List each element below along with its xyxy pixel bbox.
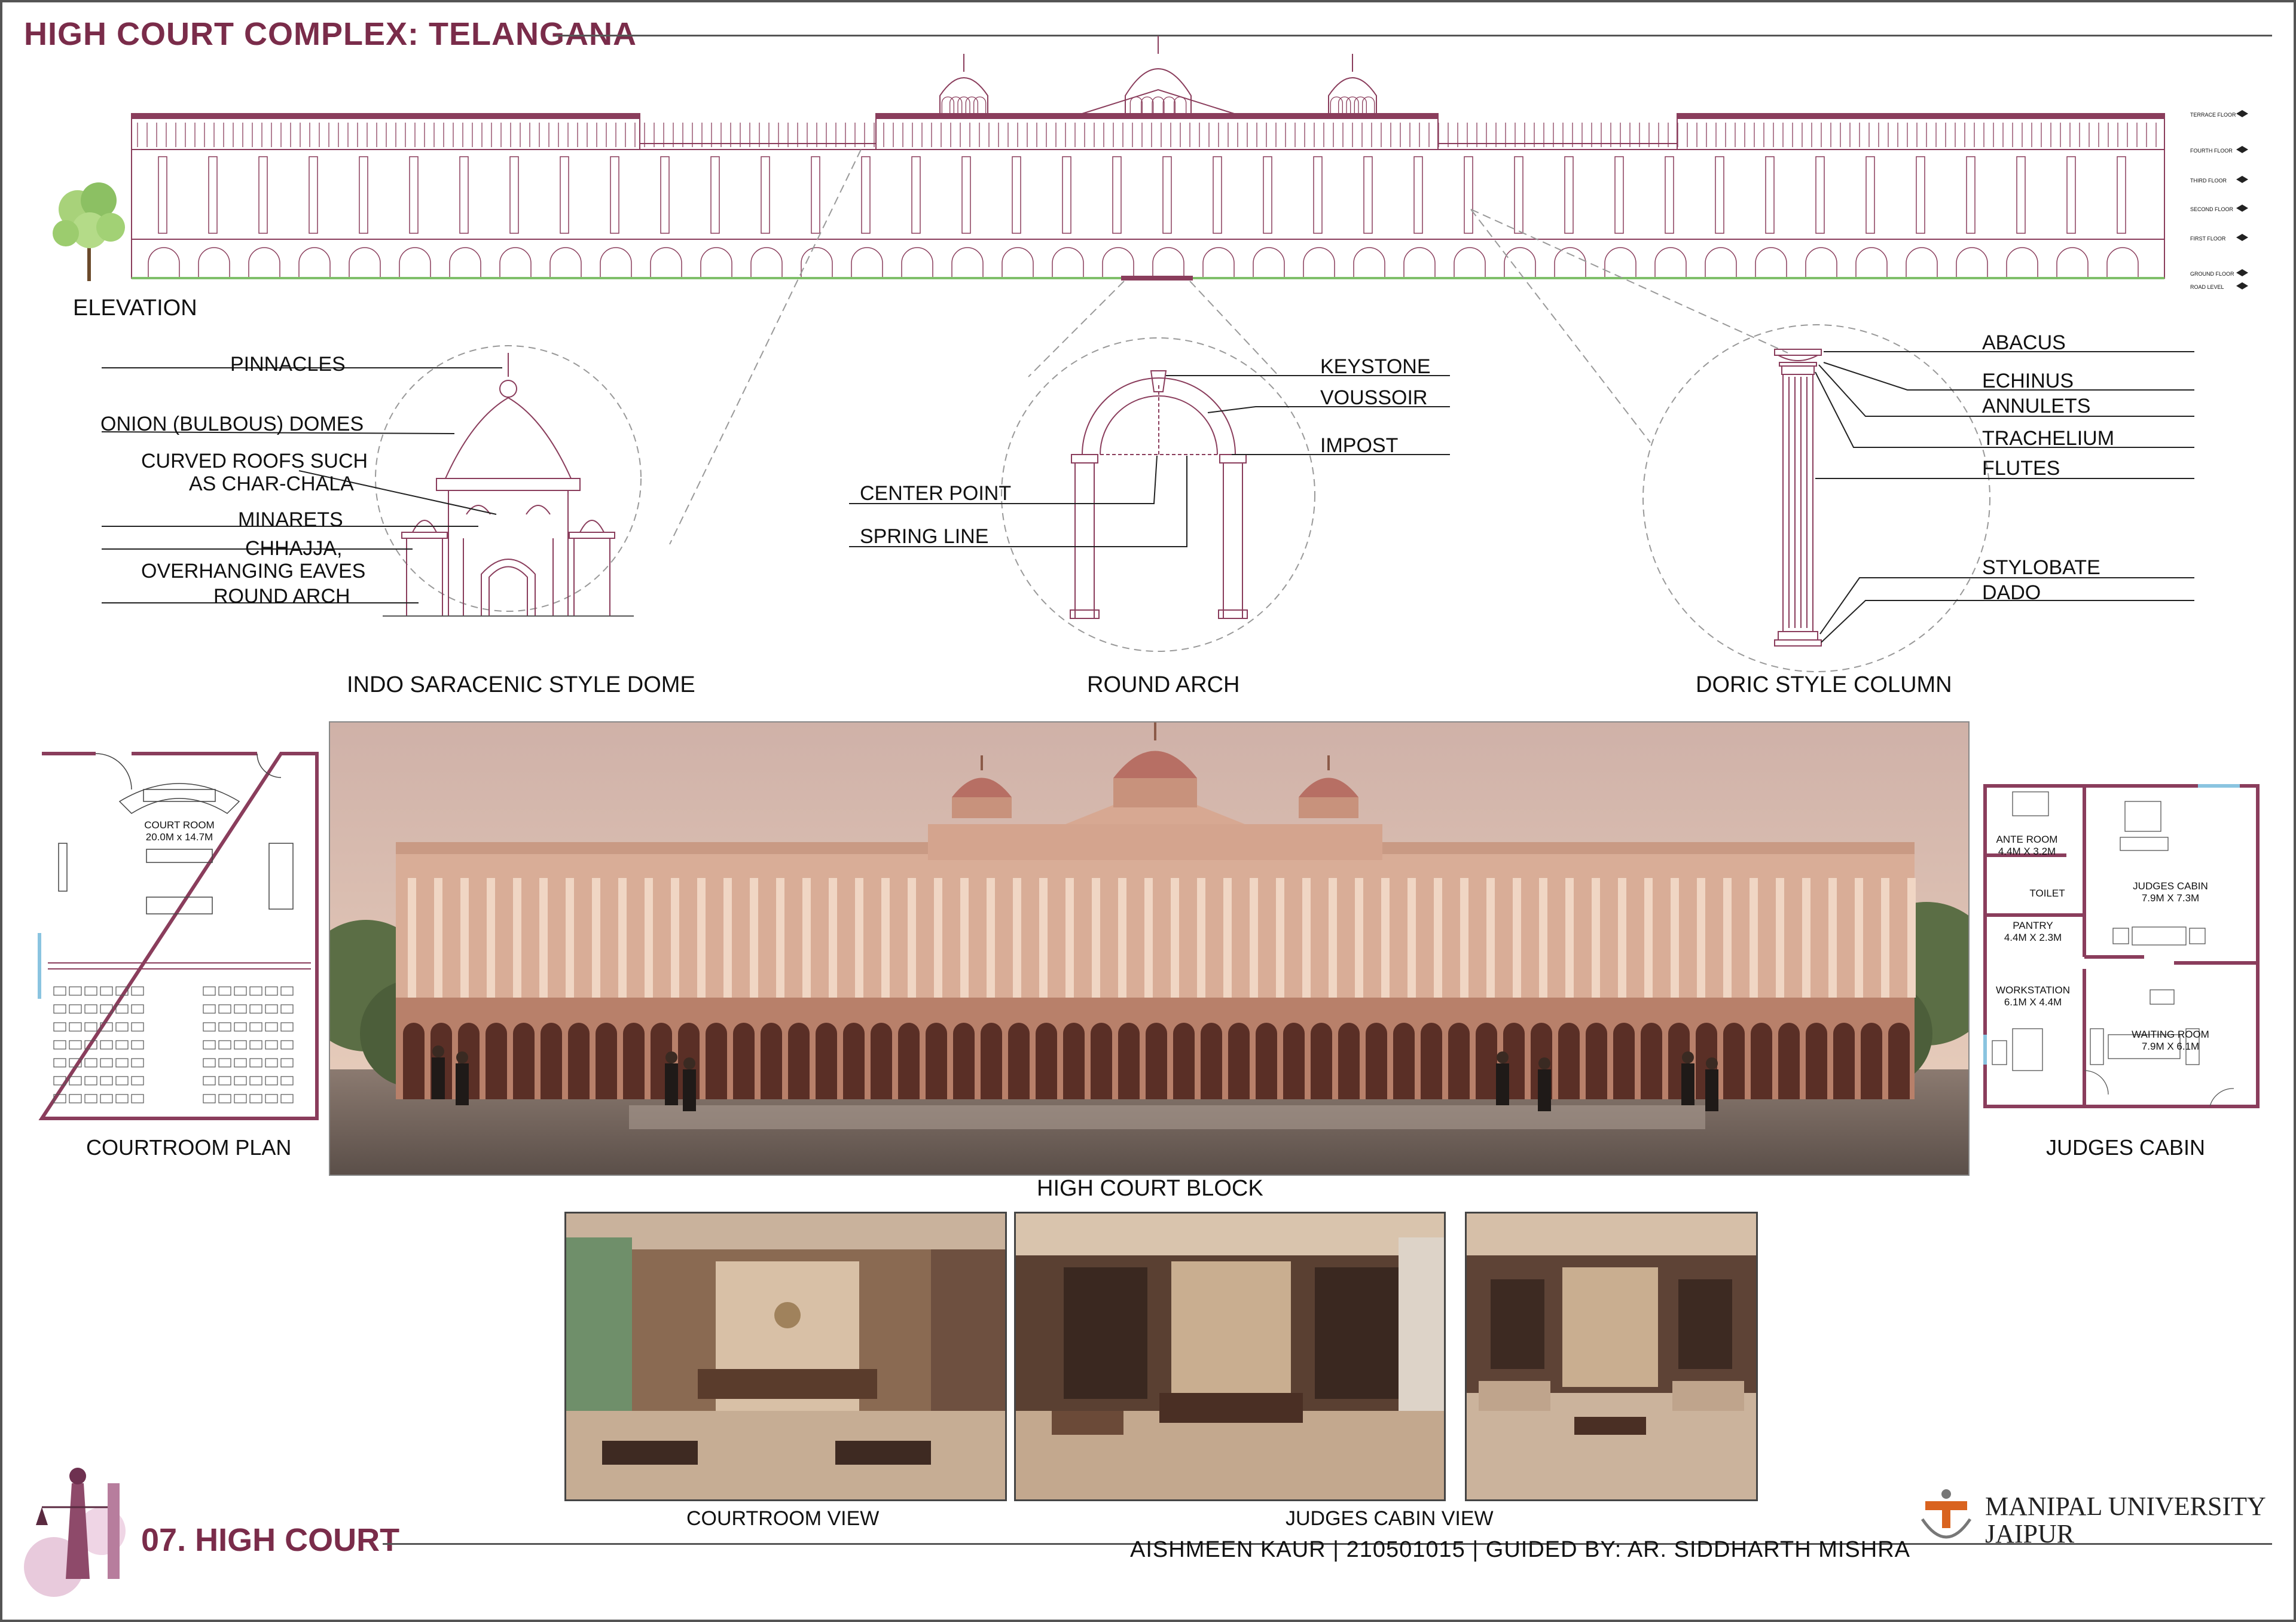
- arch-detail: [849, 337, 1450, 652]
- column-detail: [1642, 324, 2194, 672]
- column-label: STYLOBATE: [1982, 556, 2100, 579]
- high-court-render: [329, 721, 1970, 1176]
- judges-cabin-plan-caption: JUDGES CABIN: [2046, 1135, 2206, 1160]
- column-label: DADO: [1982, 581, 2041, 604]
- university-line-2: JAIPUR: [1985, 1519, 2075, 1548]
- room-label: JUDGES CABIN 7.9M X 7.3M: [2117, 880, 2224, 904]
- dome-detail: [101, 345, 642, 617]
- room-label: PANTRY 4.4M X 2.3M: [1991, 920, 2075, 944]
- room-label: ANTE ROOM 4.4M X 3.2M: [1991, 834, 2063, 858]
- title-rule: [556, 35, 2272, 36]
- arch-label: IMPOST: [1320, 434, 1399, 457]
- courtroom-room-label: COURT ROOM 20.0M x 14.7M: [120, 819, 239, 843]
- room-label: WORKSTATION 6.1M X 4.4M: [1991, 984, 2075, 1008]
- dome-label: CURVED ROOFS SUCH: [141, 450, 368, 472]
- level-label: GROUND FLOOR: [2190, 271, 2234, 277]
- level-label: ROAD LEVEL: [2190, 284, 2224, 290]
- judges-cabin-plan: [1983, 784, 2260, 1108]
- sheet-title: HIGH COURT COMPLEX: TELANGANA: [24, 16, 637, 52]
- level-label: TERRACE FLOOR: [2190, 112, 2236, 118]
- level-label: THIRD FLOOR: [2190, 178, 2227, 184]
- dome-label: MINARETS: [238, 508, 343, 531]
- column-label: ECHINUS: [1982, 370, 2074, 392]
- arch-label: KEYSTONE: [1320, 355, 1431, 378]
- judges-cabin-view-image-2: [1467, 1214, 1756, 1499]
- level-label: FOURTH FLOOR: [2190, 148, 2233, 154]
- room-name: TOILET: [2029, 888, 2065, 899]
- room-size: 4.4M X 2.3M: [2004, 932, 2062, 943]
- connector-lines: [669, 149, 1788, 545]
- level-label: SECOND FLOOR: [2190, 206, 2234, 212]
- room-name: PANTRY: [2013, 920, 2053, 931]
- dome-label: CHHAJJA,: [245, 537, 343, 560]
- dome-label: PINNACLES: [230, 353, 346, 376]
- courtroom-view-render: [564, 1212, 1007, 1501]
- arch-caption: ROUND ARCH: [1087, 672, 1240, 697]
- courtroom-plan-caption: COURTROOM PLAN: [86, 1135, 292, 1160]
- university-name: MANIPAL UNIVERSITY JAIPUR: [1985, 1493, 2266, 1548]
- dome-caption: INDO SARACENIC STYLE DOME: [347, 672, 695, 697]
- room-label: TOILET: [2023, 888, 2071, 900]
- column-label: FLUTES: [1982, 457, 2060, 480]
- tree-icon: [53, 182, 125, 281]
- courtroom-plan: [38, 752, 319, 1120]
- dome-label: AS CHAR-CHALA: [189, 472, 354, 495]
- dome-label: OVERHANGING EAVES: [141, 560, 366, 583]
- elevation-caption: ELEVATION: [73, 295, 197, 321]
- high-court-caption: HIGH COURT BLOCK: [1037, 1176, 1263, 1201]
- judges-cabin-view-image-1: [1016, 1214, 1444, 1499]
- section-title: 07. HIGH COURT: [141, 1522, 400, 1558]
- column-caption: DORIC STYLE COLUMN: [1696, 672, 1952, 697]
- courtroom-view-caption: COURTROOM VIEW: [686, 1507, 880, 1530]
- room-name: WAITING ROOM: [2132, 1029, 2209, 1040]
- judges-cabin-view-render-2: [1465, 1212, 1758, 1501]
- arch-label: CENTER POINT: [860, 482, 1012, 505]
- university-logo-icon: [1921, 1489, 1972, 1539]
- dome-label: ROUND ARCH: [213, 585, 350, 608]
- room-label: WAITING ROOM 7.9M X 6.1M: [2117, 1029, 2224, 1053]
- room-name: ANTE ROOM: [1996, 834, 2058, 845]
- courtroom-name: COURT ROOM: [144, 819, 215, 831]
- lady-justice-illustration: [24, 1468, 126, 1597]
- dome-label: ONION (BULBOUS) DOMES: [100, 413, 364, 435]
- university-line-1: MANIPAL UNIVERSITY: [1985, 1492, 2266, 1521]
- footer-rule: [383, 1543, 2272, 1545]
- courtroom-size: 20.0M x 14.7M: [145, 831, 213, 843]
- judges-cabin-view-render-1: [1014, 1212, 1446, 1501]
- room-size: 7.9M X 6.1M: [2141, 1041, 2200, 1052]
- arch-label: SPRING LINE: [860, 525, 989, 548]
- room-name: WORKSTATION: [1995, 984, 2071, 996]
- elevation-drawing: [131, 36, 2248, 289]
- room-size: 7.9M X 7.3M: [2141, 892, 2200, 904]
- courtroom-view-image: [566, 1214, 1005, 1499]
- room-name: JUDGES CABIN: [2133, 880, 2208, 892]
- judges-cabin-view-caption: JUDGES CABIN VIEW: [1286, 1507, 1494, 1530]
- column-label: ABACUS: [1982, 331, 2066, 354]
- room-size: 6.1M X 4.4M: [2004, 996, 2062, 1008]
- level-label: FIRST FLOOR: [2190, 236, 2226, 242]
- room-size: 4.4M X 3.2M: [1998, 846, 2056, 857]
- column-label: ANNULETS: [1982, 395, 2091, 417]
- credits-line: AISHMEEN KAUR | 210501015 | GUIDED BY: A…: [1130, 1537, 1910, 1562]
- arch-label: VOUSSOIR: [1320, 386, 1428, 409]
- column-label: TRACHELIUM: [1982, 427, 2115, 450]
- high-court-render-image: [330, 722, 1968, 1175]
